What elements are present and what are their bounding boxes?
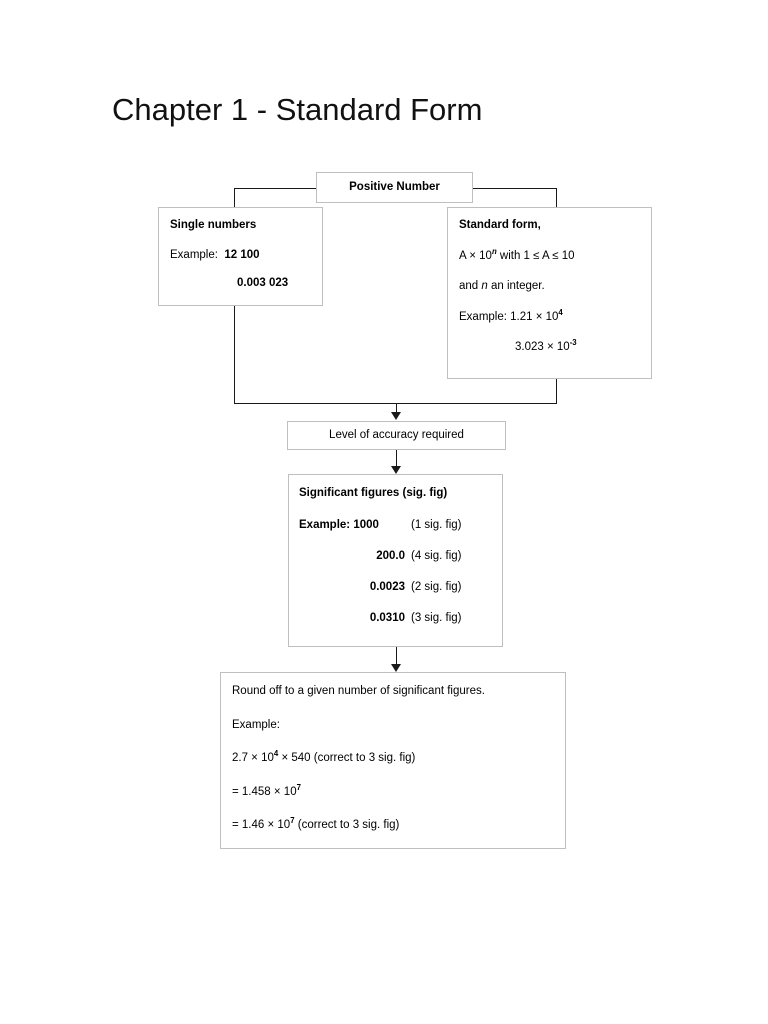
sigfig-value: 200.0 (376, 549, 405, 562)
formula-suffix: with 1 ≤ A ≤ 10 (496, 249, 575, 262)
node-standard-form-heading: Standard form, (459, 219, 541, 231)
node-round-off-calc-3: = 1.46 × 107 (correct to 3 sig. fig) (232, 817, 565, 832)
connector-top-left-drop (234, 188, 235, 208)
calc-3-prefix: = 1.46 × 10 (232, 819, 291, 831)
sigfig-value: 0.0023 (369, 580, 405, 593)
sigfig-row: 200.0 (4 sig. fig) (299, 550, 502, 562)
arrow-to-roundoff-icon (391, 664, 401, 672)
formula-exponent: n (491, 246, 497, 256)
sigfig-row: 0.0310 (3 sig. fig) (299, 612, 502, 624)
node-significant-figures-heading: Significant figures (sig. fig) (299, 487, 448, 499)
example-value-1: 12 100 (224, 248, 260, 261)
calc-3-exponent: 7 (290, 816, 295, 826)
node-standard-form-condition: and n an integer. (459, 280, 651, 293)
arrow-to-level-accuracy-icon (391, 412, 401, 420)
formula-prefix: A × 10 (459, 249, 492, 262)
calc-1-prefix: 2.7 × 10 (232, 752, 274, 764)
node-standard-form-example-1: Example: 1.21 × 104 (459, 308, 651, 324)
connector-merge-left-vertical (234, 306, 235, 403)
node-significant-figures: Significant figures (sig. fig) Example: … (288, 474, 503, 647)
node-positive-number-label: Positive Number (349, 180, 440, 193)
connector-merge-horizontal (234, 403, 557, 404)
example-label: Example: 1.21 × 10 (459, 310, 559, 323)
arrow-to-sigfig-icon (391, 466, 401, 474)
condition-variable: n (481, 280, 488, 292)
connector-level-to-sigfig (396, 450, 397, 467)
calc-3-suffix: (correct to 3 sig. fig) (294, 819, 400, 831)
connector-top-right-drop (556, 188, 557, 208)
example-label: Example: (170, 248, 218, 261)
sigfig-row: Example: 1000 (1 sig. fig) (299, 519, 502, 531)
sigfig-note: (4 sig. fig) (411, 549, 462, 562)
calc-2-prefix: = 1.458 × 10 (232, 785, 297, 798)
example-value-2: 3.023 × 10 (515, 341, 570, 353)
connector-merge-right-vertical (556, 379, 557, 403)
connector-sigfig-to-roundoff (396, 647, 397, 665)
example-exponent-1: 4 (558, 307, 563, 317)
condition-suffix: an integer. (487, 280, 545, 292)
node-round-off: Round off to a given number of significa… (220, 672, 566, 849)
connector-to-level-accuracy (396, 403, 397, 414)
node-standard-form: Standard form, A × 10n with 1 ≤ A ≤ 10 a… (447, 207, 652, 379)
sigfig-row: 0.0023 (2 sig. fig) (299, 581, 502, 593)
sigfig-value: 0.0310 (369, 611, 405, 624)
node-positive-number: Positive Number (316, 172, 473, 203)
page-title: Chapter 1 - Standard Form (112, 92, 483, 127)
calc-1-suffix: × 540 (correct to 3 sig. fig) (278, 752, 416, 764)
condition-prefix: and (459, 280, 482, 292)
node-level-of-accuracy: Level of accuracy required (287, 421, 506, 450)
sigfig-note: (3 sig. fig) (411, 611, 462, 624)
node-round-off-calc-2: = 1.458 × 107 (232, 783, 565, 799)
calc-2-exponent: 7 (296, 782, 301, 792)
node-single-numbers: Single numbers Example: 12 100 0.003 023 (158, 207, 323, 306)
sigfig-value: Example: 1000 (299, 518, 379, 531)
calc-1-exponent: 4 (273, 749, 279, 759)
sigfig-note: (1 sig. fig) (411, 518, 462, 531)
sigfig-note: (2 sig. fig) (411, 580, 462, 593)
node-standard-form-formula: A × 10n with 1 ≤ A ≤ 10 (459, 247, 651, 263)
node-round-off-heading: Round off to a given number of significa… (232, 685, 485, 697)
node-standard-form-example-2: 3.023 × 10-3 (459, 339, 651, 354)
example-exponent-2: -3 (569, 338, 577, 348)
node-single-numbers-example-1: Example: 12 100 (170, 248, 322, 262)
node-single-numbers-heading: Single numbers (170, 219, 257, 231)
node-round-off-calc-1: 2.7 × 104 × 540 (correct to 3 sig. fig) (232, 750, 565, 765)
node-level-of-accuracy-label: Level of accuracy required (329, 428, 464, 441)
node-single-numbers-example-2: 0.003 023 (237, 277, 289, 289)
node-round-off-example-label: Example: (232, 718, 280, 731)
